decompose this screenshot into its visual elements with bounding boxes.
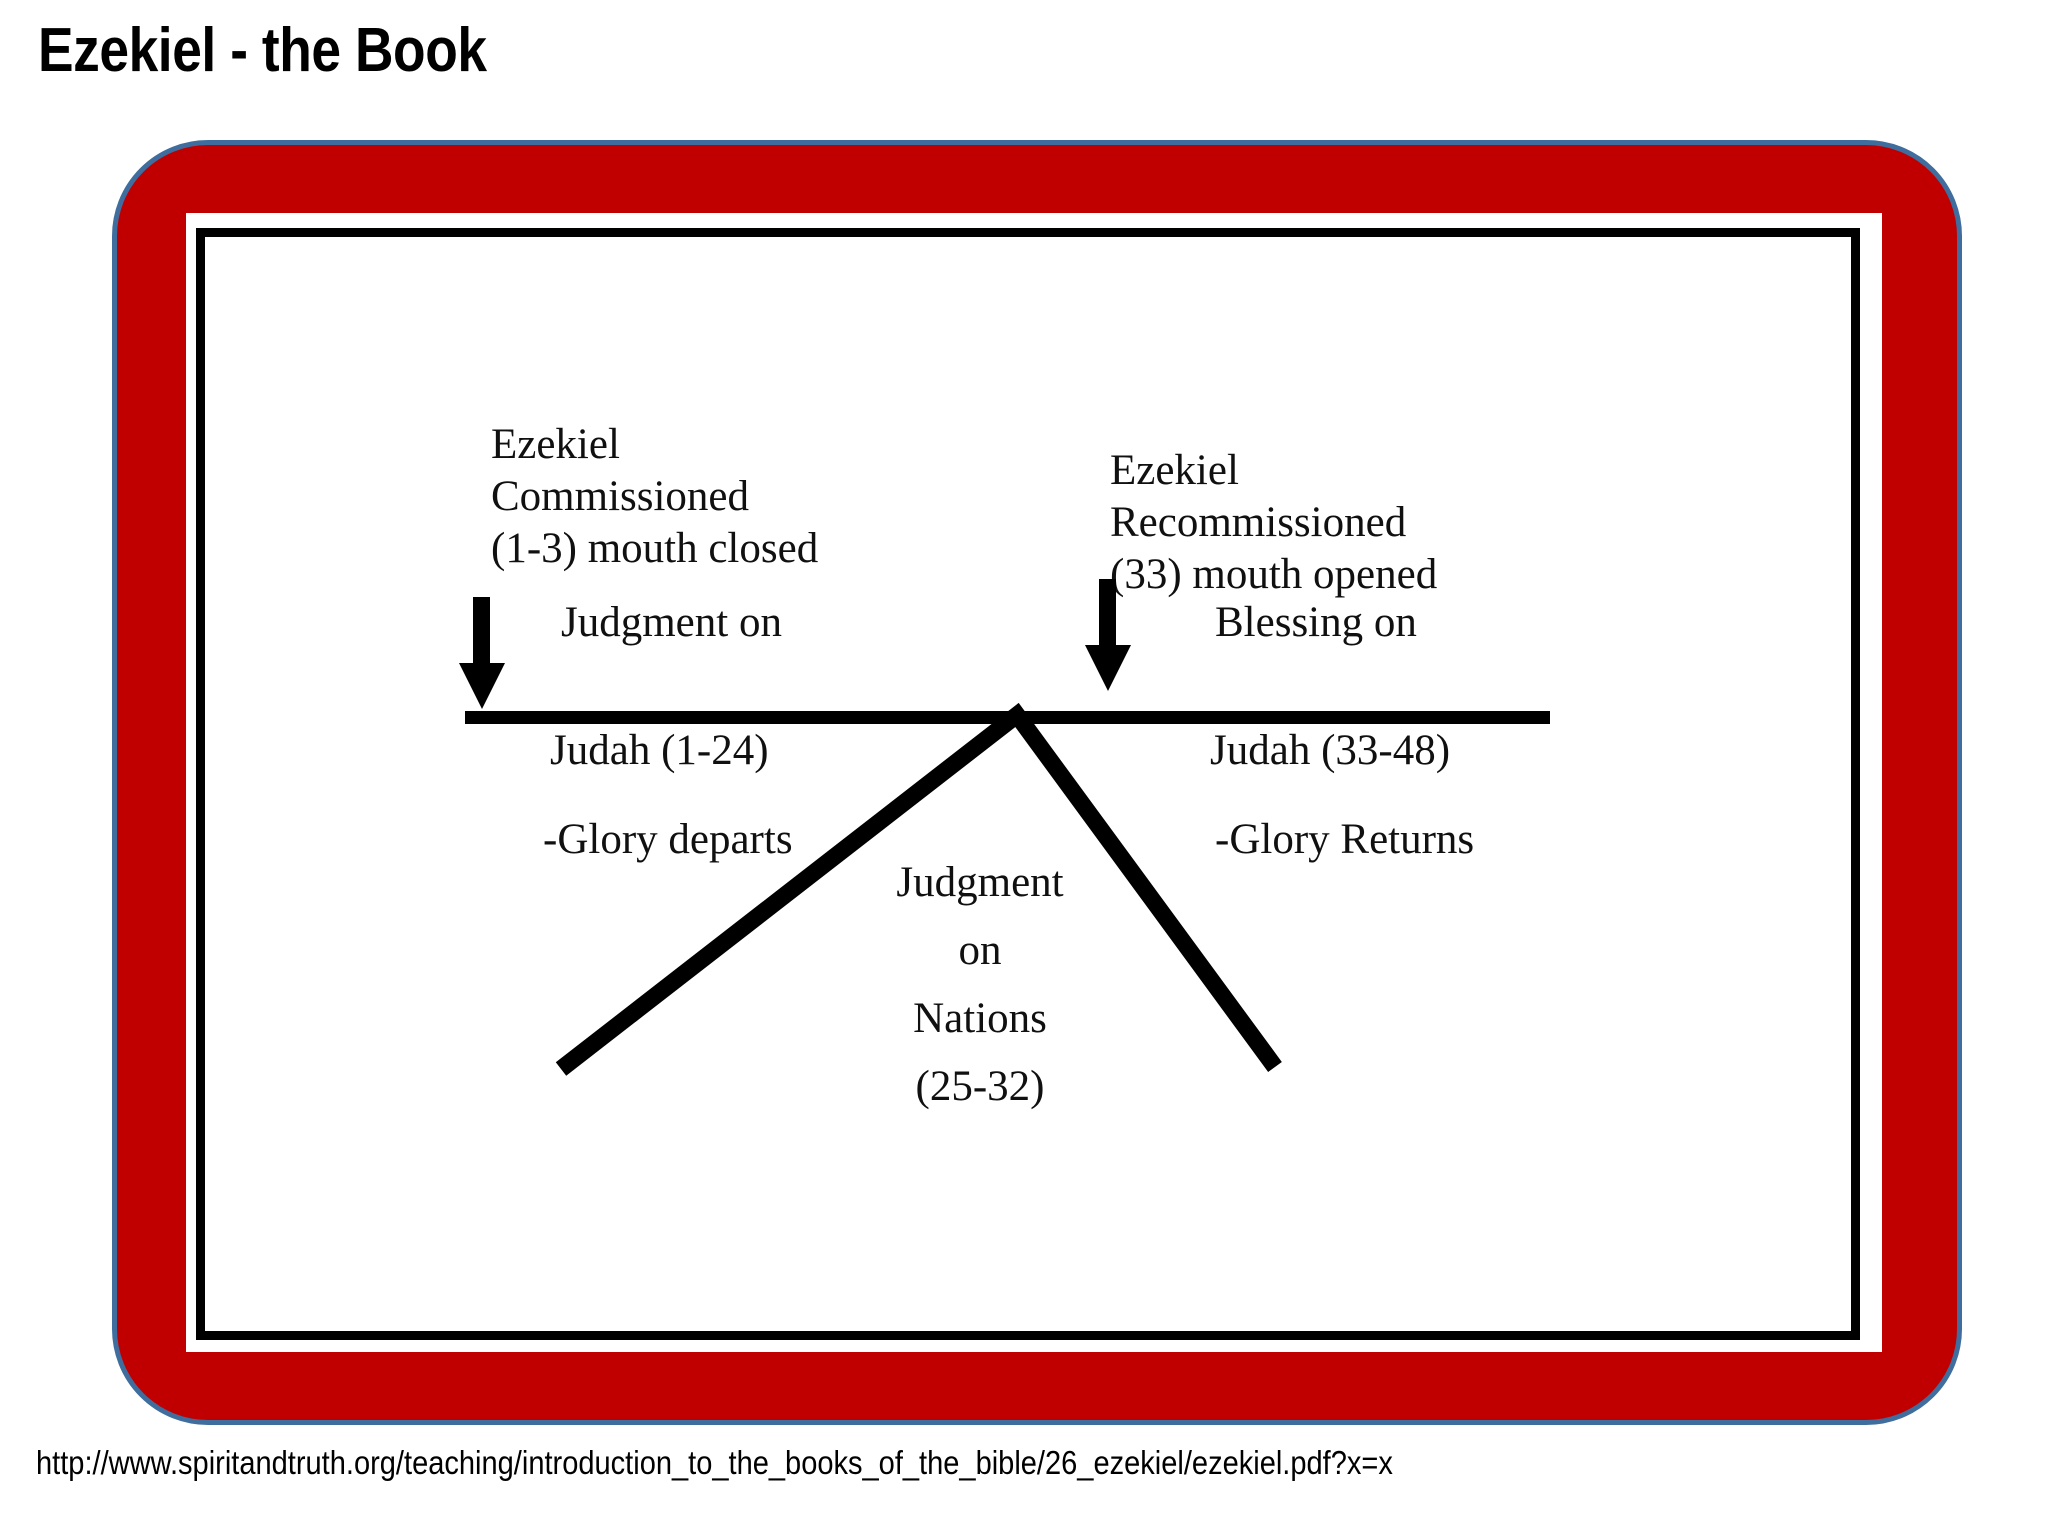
timeline-bar (465, 711, 1550, 724)
arrow-shaft (473, 597, 490, 669)
label-judgment-on-nations: Judgment on Nations (25-32) (896, 859, 1064, 1110)
label-ezekiel-commissioned: Ezekiel Commissioned (1-3) mouth closed (491, 421, 819, 572)
label-glory-departs: -Glory departs (543, 816, 793, 863)
source-url-text: http://www.spiritandtruth.org/teaching/i… (36, 1444, 1393, 1481)
label-judah-1-24: Judah (1-24) (550, 727, 769, 774)
label-blessing-on: Blessing on (1215, 599, 1417, 646)
arrow-shaft (1099, 579, 1116, 651)
diagram-picture-box: Ezekiel Commissioned (1-3) mouth closed … (196, 228, 1860, 1340)
label-glory-returns: -Glory Returns (1215, 816, 1475, 863)
label-ezekiel-recommissioned: Ezekiel Recommissioned (33) mouth opened (1110, 447, 1438, 598)
label-judgment-on: Judgment on (561, 599, 782, 646)
arrow-head (459, 663, 505, 709)
label-judah-33-48: Judah (33-48) (1210, 727, 1451, 774)
inverted-v-chevron-icon (555, 702, 1282, 1076)
page-title: Ezekiel - the Book (38, 16, 487, 85)
arrow-head (1085, 645, 1131, 691)
